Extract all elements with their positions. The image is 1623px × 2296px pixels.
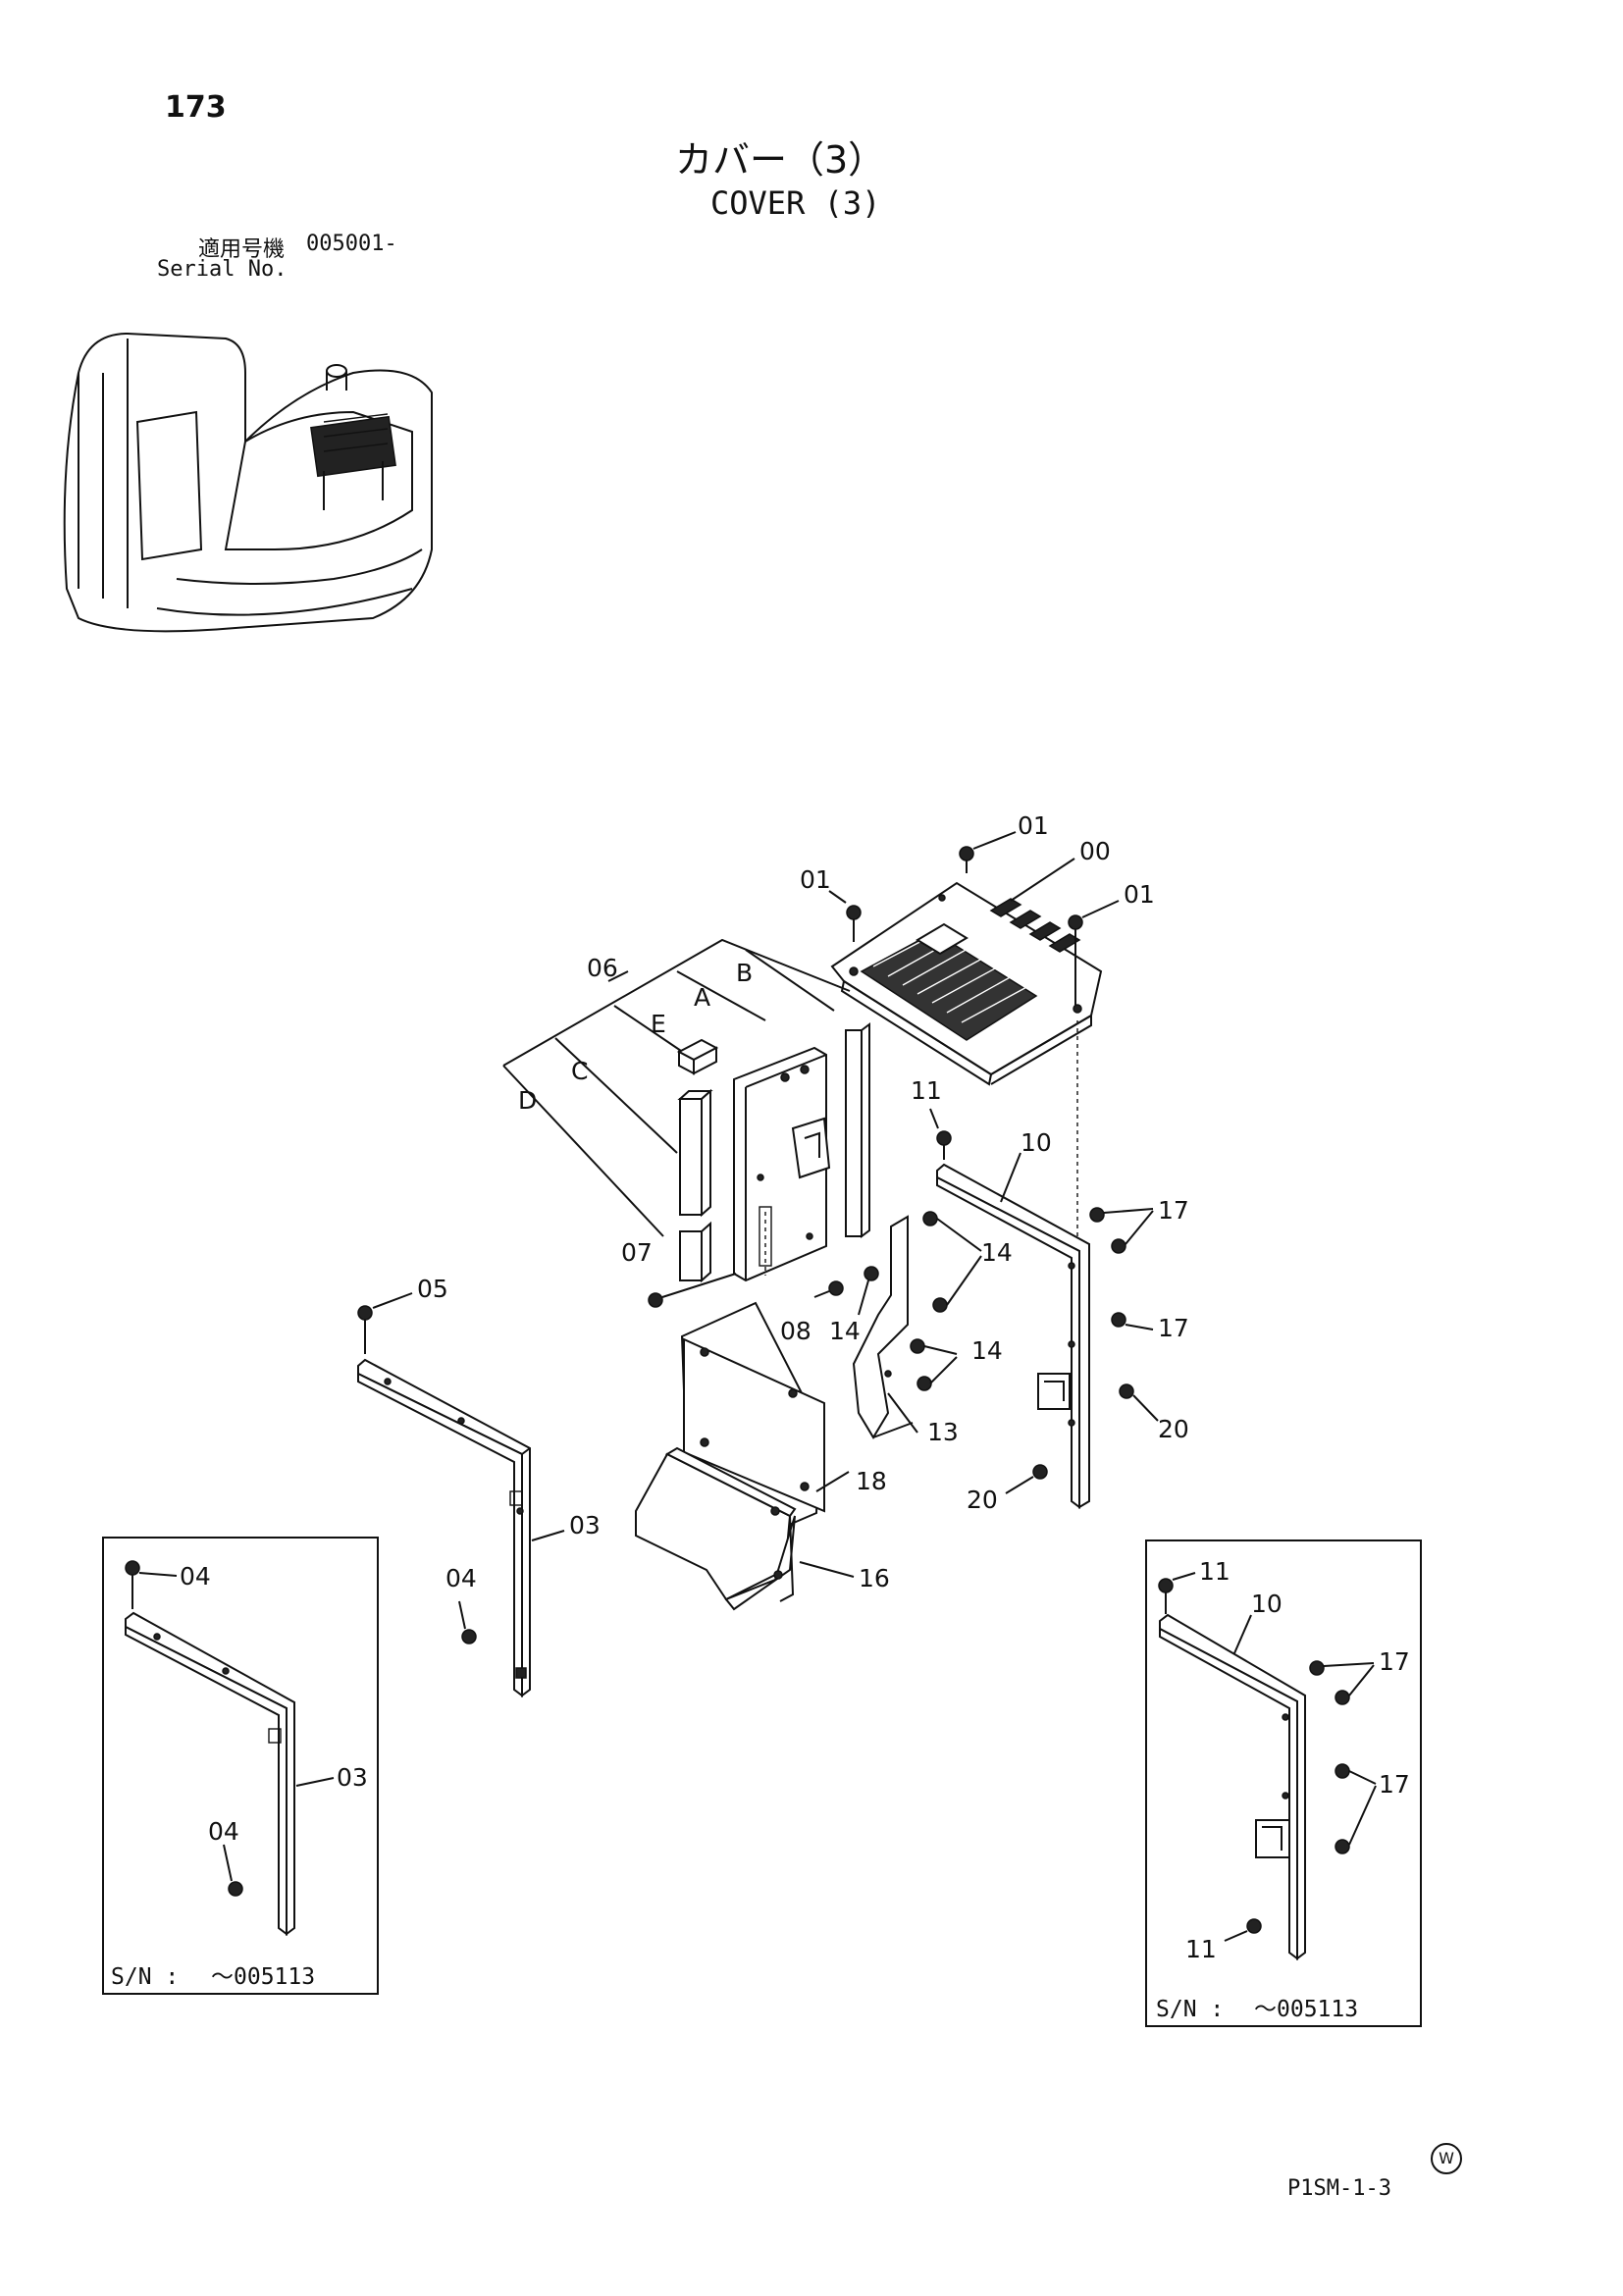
leader-00	[1010, 858, 1075, 902]
callout-14-center: 14	[829, 1317, 861, 1345]
label-c: C	[571, 1057, 588, 1085]
serial-label-english: Serial No.	[157, 257, 288, 282]
inset-right-callout-11-top: 11	[1199, 1557, 1230, 1586]
callout-20-right: 20	[1158, 1415, 1189, 1443]
document-code: P1SM-1-3	[1287, 2176, 1391, 2201]
callout-11: 11	[911, 1076, 942, 1105]
inset-right-variant	[1145, 1539, 1422, 2027]
inset-left-variant	[102, 1537, 379, 1995]
callout-17-lower: 17	[1158, 1314, 1189, 1342]
title-english: COVER (3)	[710, 184, 881, 222]
circled-w-mark: W	[1431, 2143, 1462, 2174]
inset-left-callout-04-top: 04	[180, 1562, 211, 1591]
bolts-20	[1005, 1383, 1159, 1494]
label-d: D	[518, 1086, 537, 1115]
inset-right-callout-11-bottom: 11	[1185, 1935, 1217, 1963]
bracket-group-06	[502, 938, 851, 1237]
callout-16: 16	[859, 1564, 890, 1592]
inset-right-callout-17-lower: 17	[1379, 1770, 1410, 1799]
inset-right-callout-10: 10	[1251, 1590, 1283, 1618]
label-b: B	[736, 959, 753, 987]
bolts-17	[1089, 1207, 1154, 1331]
bolt-05	[357, 1292, 413, 1354]
bolts-14	[858, 1211, 982, 1391]
callout-13: 13	[927, 1418, 959, 1446]
bolt-11	[929, 1108, 952, 1160]
label-e: E	[651, 1010, 666, 1038]
serial-number-value: 005001-	[306, 232, 397, 256]
foam-strip-d	[679, 1221, 711, 1283]
callout-04: 04	[445, 1564, 477, 1592]
frame-part-03	[357, 1358, 565, 1697]
callout-10: 10	[1021, 1128, 1052, 1157]
callout-07: 07	[621, 1238, 653, 1267]
inset-left-callout-03: 03	[337, 1763, 368, 1792]
ventilation-grille	[860, 898, 1081, 1041]
foam-strip-c	[677, 1088, 713, 1218]
callout-14-right: 14	[981, 1238, 1013, 1267]
screw-08	[813, 1280, 844, 1298]
inset-left-sn-value: ～005113	[211, 1964, 315, 1990]
foam-strip-e	[676, 1038, 719, 1075]
bracket-plate-a	[733, 1046, 831, 1282]
frame-part-10	[936, 1152, 1090, 1509]
inset-left-sn-label: S/N :	[111, 1964, 179, 1990]
bolt-01-top	[959, 831, 1017, 873]
top-cover-part-00	[830, 881, 1103, 1086]
bolt-04	[458, 1600, 477, 1644]
bolt-01-left	[828, 890, 862, 942]
callout-17-upper: 17	[1158, 1196, 1189, 1225]
cover-part-16	[635, 1446, 855, 1611]
callout-05: 05	[417, 1275, 448, 1303]
inset-left-callout-04-bottom: 04	[208, 1817, 239, 1846]
serial-label-japanese: 適用号機	[198, 237, 286, 262]
callout-03: 03	[569, 1511, 601, 1539]
callout-06: 06	[587, 954, 618, 982]
callout-14-lower: 14	[971, 1336, 1003, 1365]
bolt-01-right	[1068, 900, 1120, 1006]
callout-01-left: 01	[800, 865, 831, 894]
title-japanese: カバー（3）	[675, 138, 886, 182]
foam-strip-b	[845, 1022, 870, 1238]
inset-right-callout-17-upper: 17	[1379, 1647, 1410, 1676]
callout-01-top: 01	[1018, 811, 1049, 840]
inset-right-sn-value: ～005113	[1254, 1997, 1358, 2022]
callout-18: 18	[856, 1467, 887, 1495]
callout-08: 08	[780, 1317, 812, 1345]
bracket-part-13	[852, 1215, 918, 1439]
page-number: 173	[165, 90, 227, 125]
callout-20-left: 20	[967, 1486, 998, 1514]
label-a: A	[694, 983, 710, 1012]
callout-00: 00	[1079, 837, 1111, 865]
inset-right-sn-label: S/N :	[1156, 1997, 1224, 2022]
machine-overview-illustration	[63, 332, 433, 633]
screw-07	[648, 1273, 737, 1308]
callout-01-right: 01	[1124, 880, 1155, 909]
